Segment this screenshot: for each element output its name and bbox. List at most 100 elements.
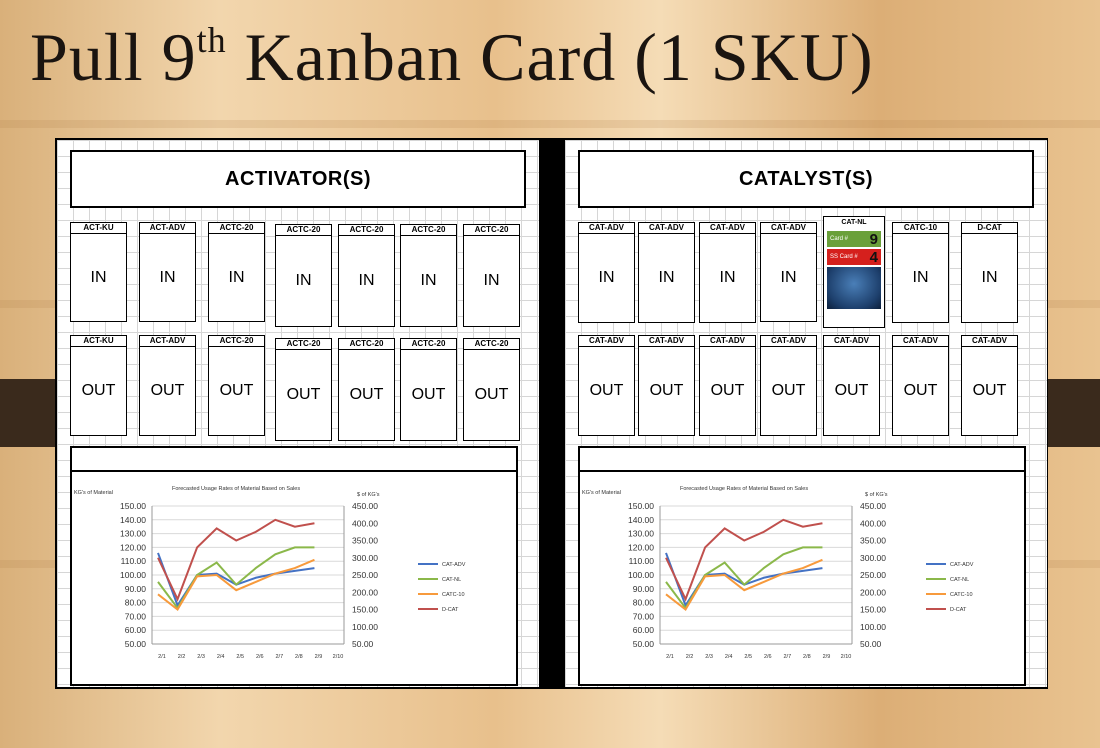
card-label: ACT-ADV — [140, 223, 195, 234]
x-tick-label: 2/8 — [295, 654, 303, 660]
kanban-out-card[interactable]: ACT-ADV OUT — [139, 335, 196, 436]
x-tick-label: 2/2 — [178, 654, 186, 660]
card-label: ACTC-20 — [464, 225, 519, 236]
kanban-in-card[interactable]: ACT-ADV IN — [139, 222, 196, 322]
legend-label: CAT-ADV — [442, 562, 466, 568]
card-label: ACTC-20 — [209, 336, 264, 347]
kanban-in-text: IN — [295, 272, 312, 289]
y-tick-label: 110.00 — [629, 556, 655, 566]
x-tick-label: 2/9 — [823, 654, 831, 660]
kanban-in-text: IN — [719, 269, 736, 286]
y-tick-label: 100.00 — [120, 570, 146, 580]
x-tick-label: 2/5 — [236, 654, 244, 660]
series-line-d-cat — [665, 518, 823, 602]
card-label: ACTC-20 — [339, 339, 394, 350]
card-label: CAT-ADV — [579, 336, 634, 347]
x-tick-label: 2/10 — [333, 654, 344, 660]
y-tick-label: 100.00 — [628, 570, 654, 580]
x-tick-label: 2/7 — [276, 654, 284, 660]
legend-label: CATC-10 — [442, 592, 465, 598]
x-tick-label: 2/1 — [158, 654, 166, 660]
y2-tick-label: 50.00 — [352, 639, 374, 649]
y-tick-label: 80.00 — [633, 598, 655, 608]
card-label: ACTC-20 — [276, 339, 331, 350]
card-label: CAT-ADV — [761, 223, 816, 234]
card-label: ACTC-20 — [209, 223, 264, 234]
x-tick-label: 2/6 — [256, 654, 264, 660]
kanban-out-text: OUT — [834, 382, 869, 399]
y2-tick-label: 200.00 — [352, 587, 378, 597]
x-tick-label: 2/6 — [764, 654, 772, 660]
card-label: ACT-KU — [71, 336, 126, 347]
x-tick-label: 2/3 — [705, 654, 713, 660]
legend-label: D-CAT — [442, 607, 459, 613]
kanban-out-text: OUT — [150, 382, 185, 399]
y2-tick-label: 350.00 — [352, 536, 378, 546]
catalyst-header: CATALYST(S) — [578, 150, 1034, 208]
card-label: ACTC-20 — [464, 339, 519, 350]
y2-tick-label: 450.00 — [352, 501, 378, 511]
y2-tick-label: 450.00 — [860, 501, 886, 511]
y-axis-title: KG's of Material — [582, 490, 621, 496]
kanban-out-text: OUT — [286, 386, 321, 403]
y2-tick-label: 250.00 — [860, 570, 886, 580]
y2-tick-label: 300.00 — [860, 553, 886, 563]
card-label: ACT-ADV — [140, 336, 195, 347]
kanban-out-text: OUT — [771, 382, 806, 399]
kanban-out-text: OUT — [219, 382, 254, 399]
kanban-in-card[interactable]: CAT-ADV IN — [760, 222, 817, 322]
card-label: ACTC-20 — [339, 225, 394, 236]
y2-tick-label: 50.00 — [860, 639, 882, 649]
material-drum-photo — [827, 267, 881, 309]
y-tick-label: 140.00 — [628, 515, 654, 525]
kanban-out-text: OUT — [474, 386, 509, 403]
board-divider — [539, 140, 565, 687]
kanban-out-card[interactable]: ACT-KU OUT — [70, 335, 127, 436]
kanban-out-text: OUT — [81, 382, 116, 399]
card-label: CAT-ADV — [824, 336, 879, 347]
card-label: ACTC-20 — [276, 225, 331, 236]
kanban-in-text: IN — [159, 268, 176, 286]
y-tick-label: 50.00 — [633, 639, 655, 649]
legend-label: D-CAT — [950, 607, 967, 613]
kanban-in-text: IN — [780, 268, 797, 286]
kanban-in-text: IN — [90, 268, 107, 286]
y2-tick-label: 100.00 — [352, 622, 378, 632]
kanban-in-text: IN — [358, 272, 375, 289]
y-tick-label: 60.00 — [125, 625, 147, 635]
card-label: ACTC-20 — [401, 225, 456, 236]
ss-card-label: SS Card # — [830, 254, 858, 260]
kanban-out-text: OUT — [710, 382, 745, 399]
y-tick-label: 50.00 — [125, 639, 147, 649]
kanban-out-card[interactable]: CAT-ADV OUT — [823, 335, 880, 436]
slide-title: Pull 9th Kanban Card (1 SKU) — [30, 19, 874, 95]
x-tick-label: 2/3 — [197, 654, 205, 660]
legend-label: CAT-ADV — [950, 562, 974, 568]
